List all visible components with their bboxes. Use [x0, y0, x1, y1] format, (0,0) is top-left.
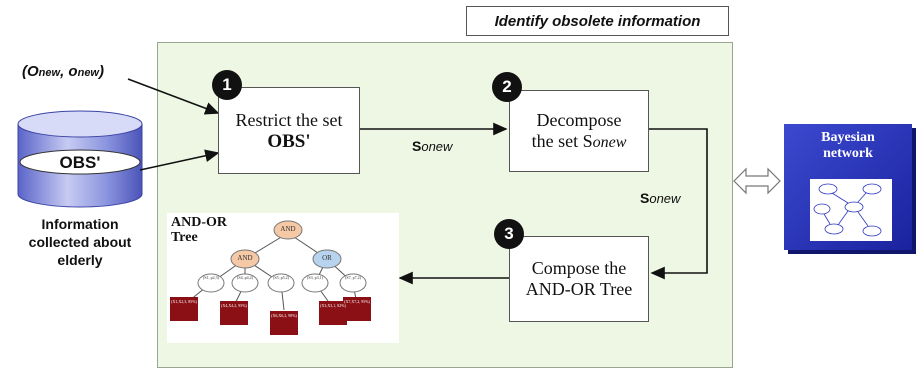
tree-leaf: (S5, p5,2): [273, 275, 289, 280]
step1-number: 1: [212, 70, 242, 100]
step-compose-box: Compose the AND-OR Tree: [509, 236, 649, 322]
bayesian-graph-icon: [810, 179, 892, 241]
tree-edges: [170, 220, 371, 335]
tree-prob-box: (X7,X7,2, 95%): [344, 299, 370, 304]
step2-line2: the set S: [531, 130, 593, 151]
input-sub1: new: [38, 67, 61, 79]
database-label: OBS': [59, 153, 101, 172]
step1-line2: OBS': [267, 130, 311, 152]
step-decompose-box: Decompose the set Sonew: [509, 90, 649, 172]
step3-line2: AND-OR Tree: [525, 279, 633, 299]
tree-label: AND-OR Tree: [171, 215, 227, 245]
tree-leaf: (S1, p2,3): [203, 275, 219, 280]
input-open: (: [22, 63, 27, 80]
and-or-tree-figure: AND-OR Tree AND AND OR (: [167, 213, 399, 343]
arrow-step2-to-step3: [649, 128, 708, 280]
tree-mid-node-and: AND: [237, 254, 253, 262]
step-restrict-box: Restrict the set OBS': [218, 87, 360, 174]
tree-leaf: (S3, p3,1): [307, 275, 323, 280]
tree-prob-box: (X6,X6,2, 98%): [271, 313, 297, 318]
double-arrow: [733, 167, 781, 195]
tree-mid-node-or: OR: [322, 254, 332, 262]
arrow-input-to-step1: [127, 78, 220, 115]
step2-line1: Decompose: [536, 109, 622, 130]
input-o1: O: [27, 63, 39, 80]
input-sep: ,: [60, 63, 69, 80]
tree-root-node: AND: [280, 225, 296, 233]
bayesian-network-box: Bayesian network: [784, 124, 912, 250]
bayesian-title: Bayesian network: [821, 130, 875, 161]
database-caption: Information collected about elderly: [28, 216, 132, 268]
arrow-label-s2-s: S: [640, 190, 650, 206]
arrow-label-s1-sub: onew: [421, 139, 453, 154]
step2-line2-sub: onew: [592, 133, 627, 151]
panel-title: Identify obsolete information: [466, 6, 729, 36]
tree-leaf: (S4, p4,2): [237, 275, 253, 280]
tree-leaf: (S7, p7,2): [345, 275, 361, 280]
tree-prob-box: (X3,X3,1, 82%): [320, 303, 346, 308]
tree-prob-box: (X1,X2,3, 85%): [171, 299, 197, 304]
tree-prob-box: (X4,X4,2, 95%): [221, 303, 247, 308]
input-label: (Onew, onew): [22, 63, 104, 80]
database-cylinder: [17, 110, 143, 208]
input-close: ): [99, 63, 104, 80]
step2-line2-wrap: the set Sonew: [532, 131, 627, 153]
arrow-label-s2: Sonew: [640, 190, 680, 206]
step2-number: 2: [492, 72, 522, 102]
step3-line1: Compose the: [531, 258, 627, 278]
arrow-label-s2-sub: onew: [649, 191, 681, 206]
arrow-label-s1: Sonew: [412, 138, 452, 154]
arrow-db-to-step1: [139, 149, 220, 171]
input-sub2: new: [77, 67, 99, 79]
step1-line1: Restrict the set: [235, 109, 343, 130]
arrow-label-s1-s: S: [412, 138, 422, 154]
step3-number: 3: [494, 219, 524, 249]
input-o2: o: [68, 63, 78, 80]
